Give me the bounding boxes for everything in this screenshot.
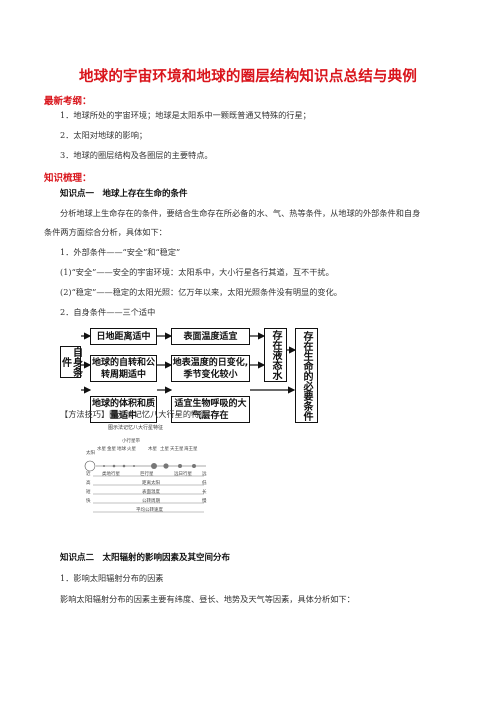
- label-right-3: 长: [202, 490, 207, 495]
- outer-conditions: 1．外部条件——“安全”和“稳定”: [60, 247, 181, 257]
- planet-label-saturn: 土星: [160, 447, 169, 452]
- atmosphere-box: 适宜生物呼吸的大气层存在: [171, 396, 250, 423]
- point2-text: 影响太阳辐射分布的因素主要有纬度、昼长、地势及天气等因素，具体分析如下：: [60, 594, 355, 604]
- self-conditions-box: 自身条件: [59, 346, 82, 378]
- group-terrestrial: 类地行星: [102, 472, 120, 477]
- planet-label-uranus: 天王星: [170, 447, 184, 452]
- point1-title: 知识点一 地球上存在生命的条件: [60, 189, 188, 199]
- life-conditions-box: 存在生命的必要条件: [295, 328, 318, 423]
- knowledge-heading: 知识梳理：: [44, 173, 92, 184]
- label-right-1: 远: [202, 472, 207, 477]
- planet-label-sun: 太阳: [86, 451, 95, 456]
- exam-item-3: 3．地球的圈层结构及各圈层的主要特点。: [60, 150, 213, 160]
- surface-temperature-box: 表面温度适宜: [171, 328, 250, 345]
- volume-mass-box: 地球的体积和质量适中: [90, 396, 157, 423]
- planet-label-venus: 金星: [107, 447, 116, 452]
- group-distant: 远日行星: [174, 472, 192, 477]
- label-mid-4: 平均公转速度: [136, 508, 163, 513]
- liquid-water-box: 存在液态水: [264, 328, 287, 382]
- temperature-change-box: 地表温度的日变化,季节变化较小: [171, 355, 250, 382]
- flow-connectors: [81, 332, 297, 394]
- planet-features-diagram: [84, 460, 206, 513]
- point1-intro-line2: 条件两方面综合分析，具体如下：: [44, 227, 167, 237]
- label-right-4: 慢: [202, 499, 207, 504]
- label-left-3: 短: [86, 490, 91, 495]
- sun-earth-distance-box: 日地距离适中: [90, 328, 157, 345]
- exam-heading: 最新考纲：: [44, 96, 92, 107]
- label-right-2: 低: [202, 481, 207, 486]
- label-mid-3: 公转周期: [142, 499, 160, 504]
- label-left-1: 近: [86, 472, 91, 477]
- mini-diagram-title: 图示法记忆八大行星特征: [108, 425, 164, 431]
- method-tip: 【方法技巧】图示法记忆八大行星的特征: [60, 409, 208, 419]
- stable-condition: (2)“稳定”——稳定的太阳光照：亿万年以来，太阳光照条件没有明显的变化。: [60, 287, 342, 297]
- planet-label-jupiter: 木星: [148, 447, 157, 452]
- planet-label-neptune: 海王星: [184, 447, 198, 452]
- planet-label-mercury: 水星: [97, 447, 106, 452]
- exam-item-1: 1．地球所处的宇宙环境；地球是太阳系中一颗既普通又特殊的行星；: [60, 110, 311, 120]
- label-left-2: 高: [86, 481, 91, 486]
- label-mid-2: 表面温度: [142, 490, 160, 495]
- label-left-4: 快: [86, 499, 91, 504]
- page-title: 地球的宇宙环境和地球的圈层结构知识点总结与典例: [78, 69, 418, 85]
- rotation-revolution-box: 地球的自转和公转周期适中: [90, 355, 157, 382]
- mini-top-label: 小行星带: [122, 439, 140, 444]
- point1-intro-line1: 分析地球上生命存在的条件，要结合生命存在所必备的水、气、热等条件，从地球的外部条…: [60, 208, 421, 218]
- label-mid-1: 距离太阳: [142, 481, 160, 486]
- self-conditions: 2．自身条件——三个适中: [60, 307, 156, 317]
- planet-label-earth: 地球: [117, 447, 126, 452]
- exam-item-2: 2．太阳对地球的影响；: [60, 130, 148, 140]
- safe-condition: (1)“安全”——安全的宇宙环境：太阳系中，大小行星各行其道，互不干扰。: [60, 267, 334, 277]
- planet-label-mars: 火星: [127, 447, 136, 452]
- group-giant: 巨行星: [140, 472, 154, 477]
- point2-title: 知识点二 太阳辐射的影响因素及其空间分布: [60, 553, 231, 563]
- point2-sub1: 1．影响太阳辐射分布的因素: [60, 573, 164, 583]
